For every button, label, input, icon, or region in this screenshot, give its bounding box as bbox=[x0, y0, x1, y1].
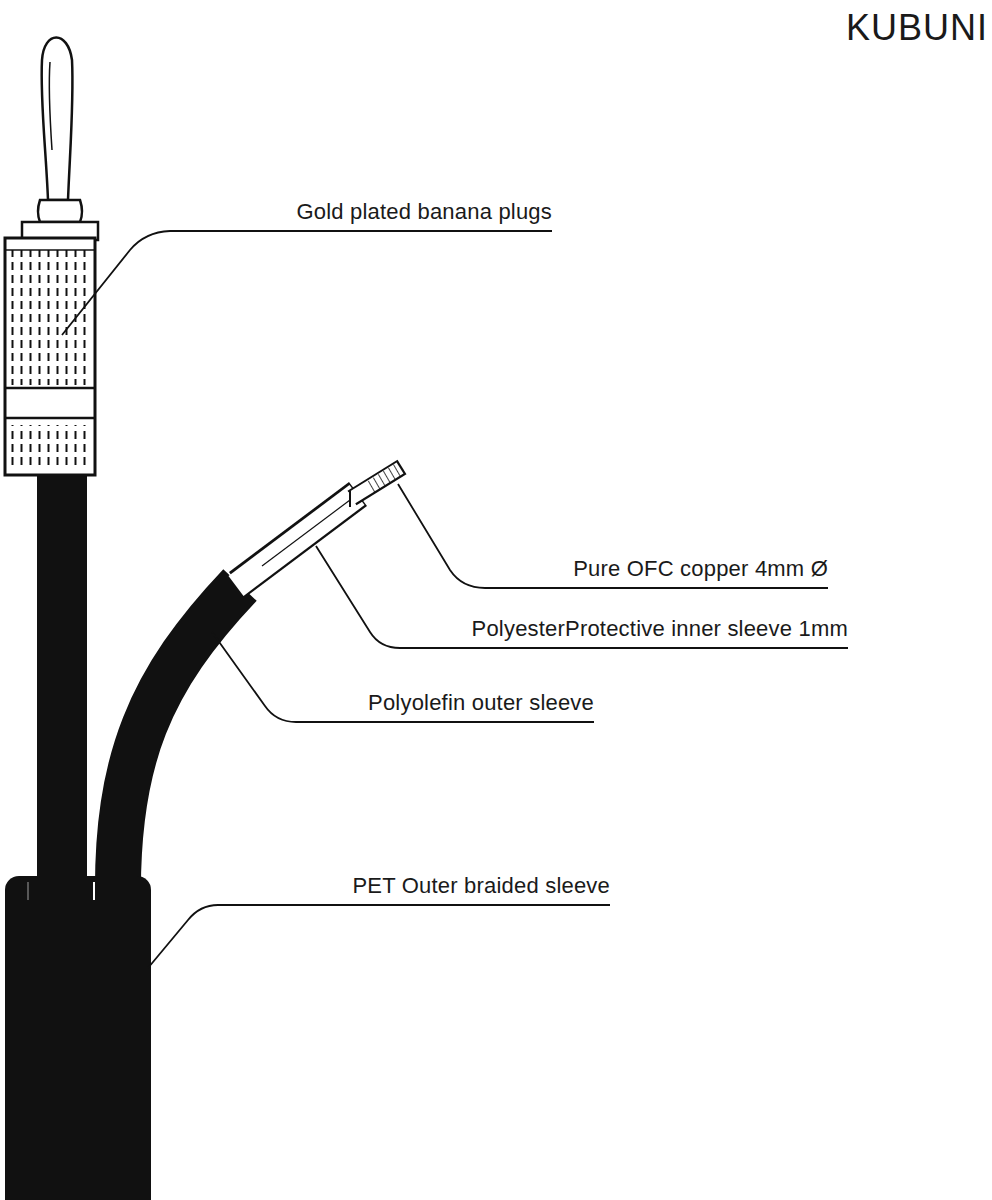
leader-lines bbox=[62, 231, 848, 968]
plug-body bbox=[5, 238, 95, 475]
cable bbox=[37, 470, 87, 890]
part-label: PolyesterProtective inner sleeve 1mm bbox=[472, 617, 848, 641]
part-label: Polyolefin outer sleeve bbox=[368, 691, 594, 715]
part-label: Gold plated banana plugs bbox=[296, 200, 552, 224]
part-label: PET Outer braided sleeve bbox=[352, 874, 610, 898]
brand-logo: KUBUNI bbox=[846, 8, 988, 48]
plug-pin bbox=[42, 38, 73, 201]
part-label: Pure OFC copper 4mm Ø bbox=[573, 557, 828, 581]
outer-sleeve bbox=[118, 585, 240, 900]
braided-sleeve bbox=[5, 876, 151, 1200]
plug-collar bbox=[38, 200, 82, 222]
